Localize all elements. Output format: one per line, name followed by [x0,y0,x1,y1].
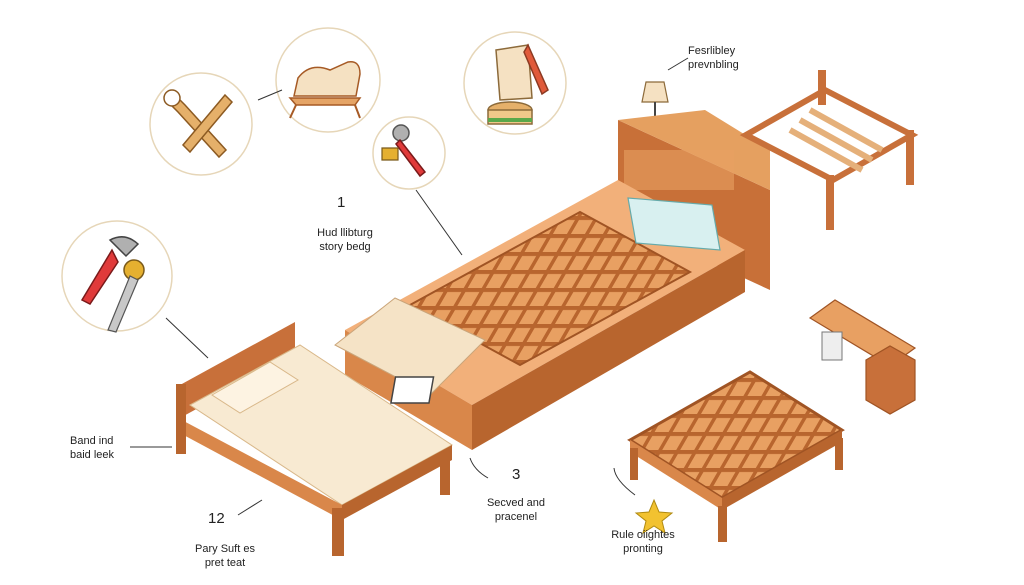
bottom-right-arrow [613,467,636,496]
large-icon-arrow [165,317,209,359]
step12-label-line1: Pary Suft es [195,543,255,555]
step3-label: Secved and pracenel [472,496,560,524]
left-side-label-line2: baid leek [70,449,115,461]
step3-label-line2: pracenel [494,511,538,523]
bed-grid-icon [627,370,845,542]
step1-label-line1: Hud llibturg [317,227,373,239]
step3-number: 3 [512,466,521,483]
wrench-icon [149,72,253,176]
desk-icon [808,299,917,415]
step1-label: Hud llibturg story bedg [300,226,390,254]
bottom-right-label: Rule oiightes pronting [598,528,688,556]
star-icon [634,498,674,535]
wrench-key-icon [372,116,446,190]
top-right-label-line2: prevnbling [688,59,739,71]
chair-icon [275,27,381,133]
bed-frame-icon [739,70,919,230]
step1-number: 1 [337,194,346,211]
left-side-label: Band ind baid leek [70,434,114,462]
step12-label: Pary Suft es pret teat [180,542,270,570]
step3-label-line1: Secved and [486,497,546,509]
step1-label-line2: story bedg [319,241,371,253]
wrench-key-large-icon [61,220,173,333]
step12-number: 12 [208,510,225,527]
chair-bucket-icon [463,31,567,135]
top-right-label: Fesrlibley prevnbling [688,44,739,72]
step1-arrow [415,189,463,256]
left-side-label-line1: Band ind [70,435,114,447]
bottom-right-label-line2: pronting [623,543,663,555]
step12-arrow [237,499,263,516]
chair-arrow [257,89,283,101]
top-right-arrow [667,57,689,71]
step12-label-line2: pret teat [204,557,246,569]
left-bed [176,322,453,556]
platform-bed [334,110,770,450]
top-right-label-line1: Fesrlibley [688,45,736,57]
bottom-right-label-line1: Rule oiightes [611,529,675,541]
step3-arrow [469,457,489,479]
